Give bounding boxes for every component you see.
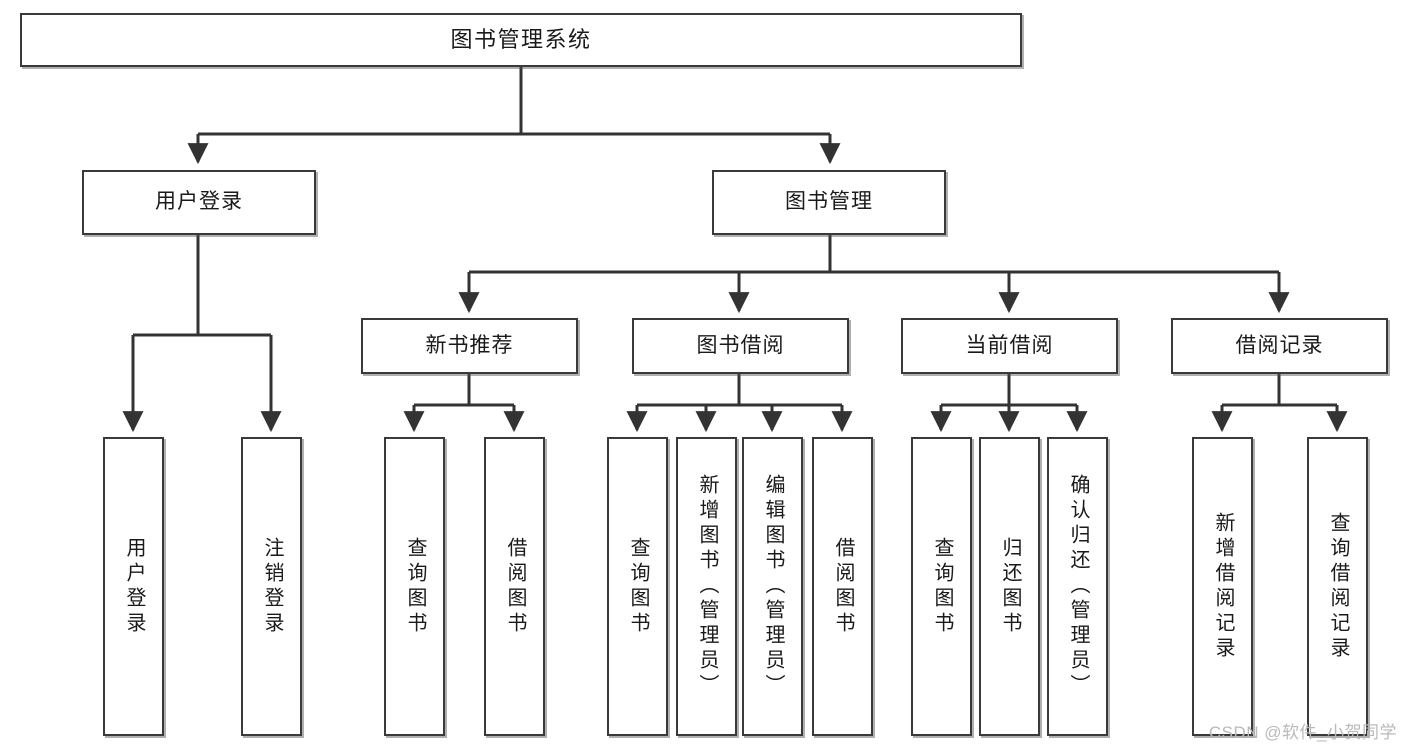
node-book-management[interactable]: 图书管理 [712, 170, 946, 235]
node-label: 查询图书 [931, 536, 953, 637]
node-label: 借阅记录 [1235, 333, 1324, 357]
node-label: 当前借阅 [965, 333, 1054, 357]
leaf-query-borrow-record[interactable]: 查询借阅记录 [1307, 437, 1368, 736]
node-label: 查询图书 [404, 536, 426, 637]
node-new-book-recommend[interactable]: 新书推荐 [361, 318, 578, 374]
node-book-borrow[interactable]: 图书借阅 [632, 318, 849, 374]
node-label: 借阅图书 [504, 536, 526, 637]
node-label: 用户登录 [123, 536, 145, 637]
node-label: 新增图书（管理员） [696, 474, 718, 699]
node-label: 编辑图书（管理员） [762, 474, 784, 699]
node-root-library-system[interactable]: 图书管理系统 [20, 13, 1022, 67]
leaf-edit-book-admin[interactable]: 编辑图书（管理员） [742, 437, 803, 736]
node-label: 新书推荐 [425, 333, 514, 357]
node-label: 注销登录 [261, 536, 283, 637]
node-label: 借阅图书 [832, 536, 854, 637]
leaf-query-book-current[interactable]: 查询图书 [911, 437, 972, 736]
node-current-borrow[interactable]: 当前借阅 [901, 318, 1118, 374]
node-label: 确认归还（管理员） [1067, 474, 1089, 699]
leaf-user-login[interactable]: 用户登录 [103, 437, 164, 736]
leaf-confirm-return-admin[interactable]: 确认归还（管理员） [1047, 437, 1108, 736]
node-label: 图书管理系统 [450, 27, 592, 53]
node-label: 图书借阅 [696, 333, 785, 357]
node-label: 查询借阅记录 [1327, 511, 1349, 662]
node-label: 图书管理 [785, 190, 873, 214]
leaf-return-book[interactable]: 归还图书 [979, 437, 1040, 736]
leaf-borrow-book-recommend[interactable]: 借阅图书 [484, 437, 545, 736]
node-label: 用户登录 [155, 190, 243, 214]
leaf-query-book-recommend[interactable]: 查询图书 [384, 437, 445, 736]
node-label: 归还图书 [999, 536, 1021, 637]
node-user-login[interactable]: 用户登录 [82, 170, 316, 235]
leaf-add-book-admin[interactable]: 新增图书（管理员） [676, 437, 737, 736]
node-label: 新增借阅记录 [1212, 511, 1234, 662]
leaf-query-book-borrow[interactable]: 查询图书 [607, 437, 668, 736]
node-borrow-record[interactable]: 借阅记录 [1171, 318, 1388, 374]
node-label: 查询图书 [627, 536, 649, 637]
leaf-borrow-book[interactable]: 借阅图书 [812, 437, 873, 736]
leaf-logout[interactable]: 注销登录 [241, 437, 302, 736]
leaf-add-borrow-record[interactable]: 新增借阅记录 [1192, 437, 1253, 736]
